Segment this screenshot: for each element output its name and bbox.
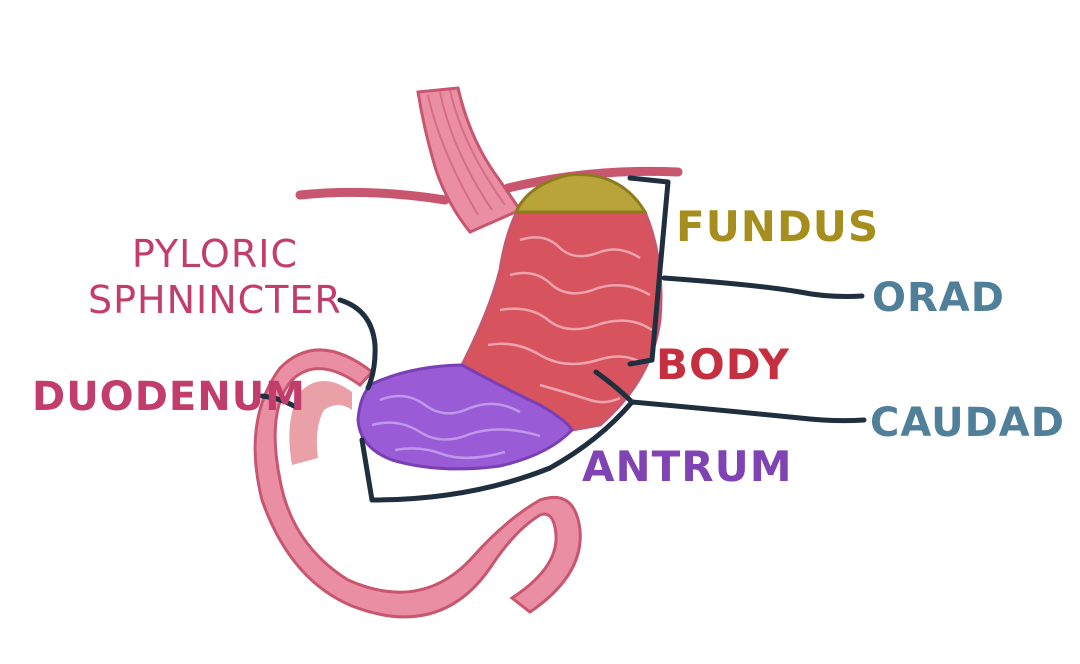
caudad-bracket-line xyxy=(359,369,635,503)
orad-leader-line xyxy=(661,275,865,299)
esophagus xyxy=(416,86,523,234)
label-antrum: ANTRUM xyxy=(582,442,793,491)
duodenum-leader-line xyxy=(259,393,297,409)
orad-bracket-line xyxy=(627,175,671,367)
pyloric-leader-line xyxy=(337,297,378,391)
body-rugae xyxy=(487,236,653,404)
antrum-rugae xyxy=(371,394,541,460)
label-pyloric-sphincter: PYLORIC SPHNINCTER xyxy=(88,232,342,323)
label-duodenum: DUODENUM xyxy=(32,374,306,420)
duodenum-tube xyxy=(253,348,582,619)
duodenum-interior xyxy=(289,381,352,465)
label-caudad: CAUDAD xyxy=(870,400,1065,446)
label-orad: ORAD xyxy=(872,275,1005,321)
label-pyloric-line1: PYLORIC xyxy=(131,232,298,276)
label-fundus: FUNDUS xyxy=(676,202,880,251)
diaphragm-left xyxy=(295,187,450,205)
label-pyloric-line2: SPHNINCTER xyxy=(88,277,342,322)
label-body: BODY xyxy=(656,340,790,389)
caudad-leader-line xyxy=(629,399,867,424)
esophagus-stripes xyxy=(427,89,506,216)
stomach-fundus-region xyxy=(513,172,648,214)
